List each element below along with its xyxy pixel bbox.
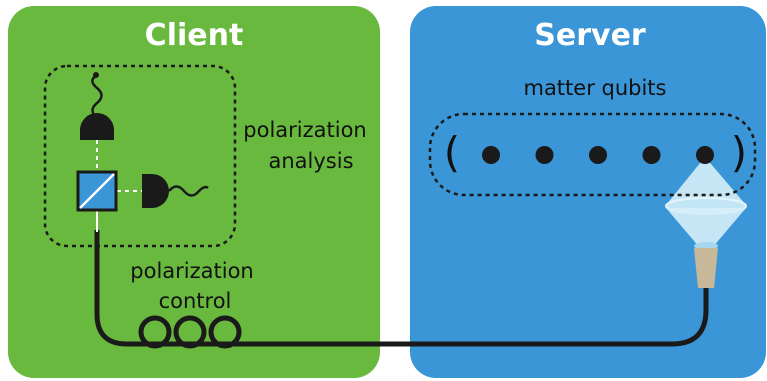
- matter-qubits-label: matter qubits: [523, 76, 667, 100]
- bracket-close: ): [730, 128, 748, 177]
- client-panel: [8, 6, 380, 378]
- light-cone: [666, 157, 746, 205]
- detector-wire-end: [93, 72, 99, 78]
- bracket-open: (: [443, 128, 461, 177]
- collection-funnel: [666, 208, 746, 248]
- client-title: Client: [144, 18, 244, 53]
- qubit-icon: [589, 146, 607, 164]
- polarization-control-label-line2: control: [158, 289, 232, 313]
- detector-icon: [80, 113, 114, 140]
- qubit-icon: [642, 146, 661, 164]
- detector-icon-right: [142, 174, 169, 208]
- polarization-analysis-label-line2: analysis: [268, 149, 354, 173]
- qubit-array: [482, 146, 714, 164]
- optical-fiber: [94, 230, 709, 347]
- qubit-icon: [482, 146, 500, 164]
- matter-qubits-box: [428, 112, 757, 197]
- photon-wave-icon-right: [168, 185, 209, 197]
- beam-splitter-diagonal: [79, 173, 115, 209]
- server-panel: [410, 6, 766, 378]
- server-title: Server: [534, 18, 646, 53]
- polarization-analysis-box: [43, 64, 237, 248]
- fiber-coil-icon: [138, 315, 242, 349]
- photon-wave-icon: [91, 74, 103, 119]
- qubit-icon: [696, 146, 714, 164]
- fiber-connector-icon: [694, 248, 718, 288]
- qubit-icon: [535, 146, 554, 164]
- polarization-control-label-line1: polarization: [130, 259, 254, 283]
- polarization-analysis-label-line1: polarization: [243, 118, 367, 142]
